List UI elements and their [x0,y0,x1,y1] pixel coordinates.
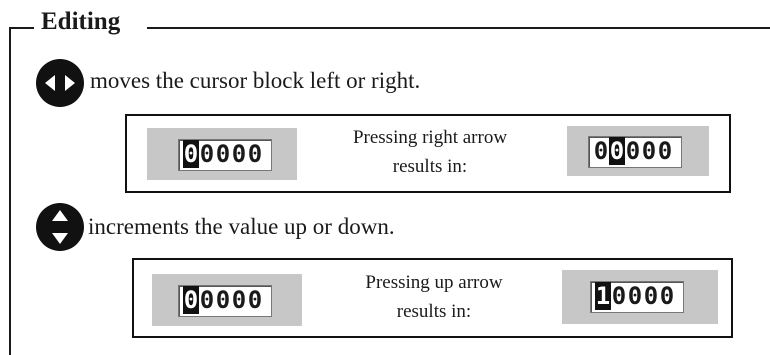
up-down-caption-line-1: Pressing up arrow [365,272,503,293]
digit: 0 [627,282,643,310]
digit: 0 [231,140,247,168]
digit: 0 [215,140,231,168]
before-panel: 00000 [152,274,302,326]
digit: 0 [659,282,675,310]
up-down-caption-line-2: results in: [396,301,472,322]
before-panel: 00000 [147,128,297,180]
digit: 0 [657,137,673,165]
frame-top-right-rule [147,27,770,29]
before-value-field: 00000 [178,139,272,171]
digit: 0 [199,286,215,314]
up-down-description: increments the value up or down. [88,214,395,239]
digit: 0 [611,282,627,310]
digit: 0 [247,286,263,314]
before-value-field: 00000 [178,285,272,317]
after-value-field: 00000 [588,136,682,168]
left-right-arrows-icon [36,59,84,107]
digit: 0 [641,137,657,165]
digit: 0 [231,286,247,314]
cursor-digit: 1 [595,282,611,310]
up-down-example: 00000 Pressing up arrow results in: 1000… [132,258,733,338]
after-panel: 00000 [567,126,709,176]
cursor-digit: 0 [609,137,625,165]
digit: 0 [215,286,231,314]
up-down-arrows-icon [36,203,84,251]
after-value-field: 10000 [590,281,684,313]
cursor-digit: 0 [183,286,199,314]
left-right-caption-line-1: Pressing right arrow [352,127,508,148]
after-panel: 10000 [562,270,718,324]
left-right-example: 00000 Pressing right arrow results in: 0… [125,114,731,193]
digit: 0 [593,137,609,165]
left-right-caption-line-2: results in: [392,156,468,177]
digit: 0 [625,137,641,165]
digit: 0 [643,282,659,310]
digit: 0 [199,140,215,168]
cursor-digit: 0 [183,140,199,168]
digit: 0 [247,140,263,168]
frame-left-rule [9,27,11,355]
section-title: Editing [34,6,128,38]
left-right-description: moves the cursor block left or right. [90,68,421,93]
frame-top-left-rule [9,27,37,29]
